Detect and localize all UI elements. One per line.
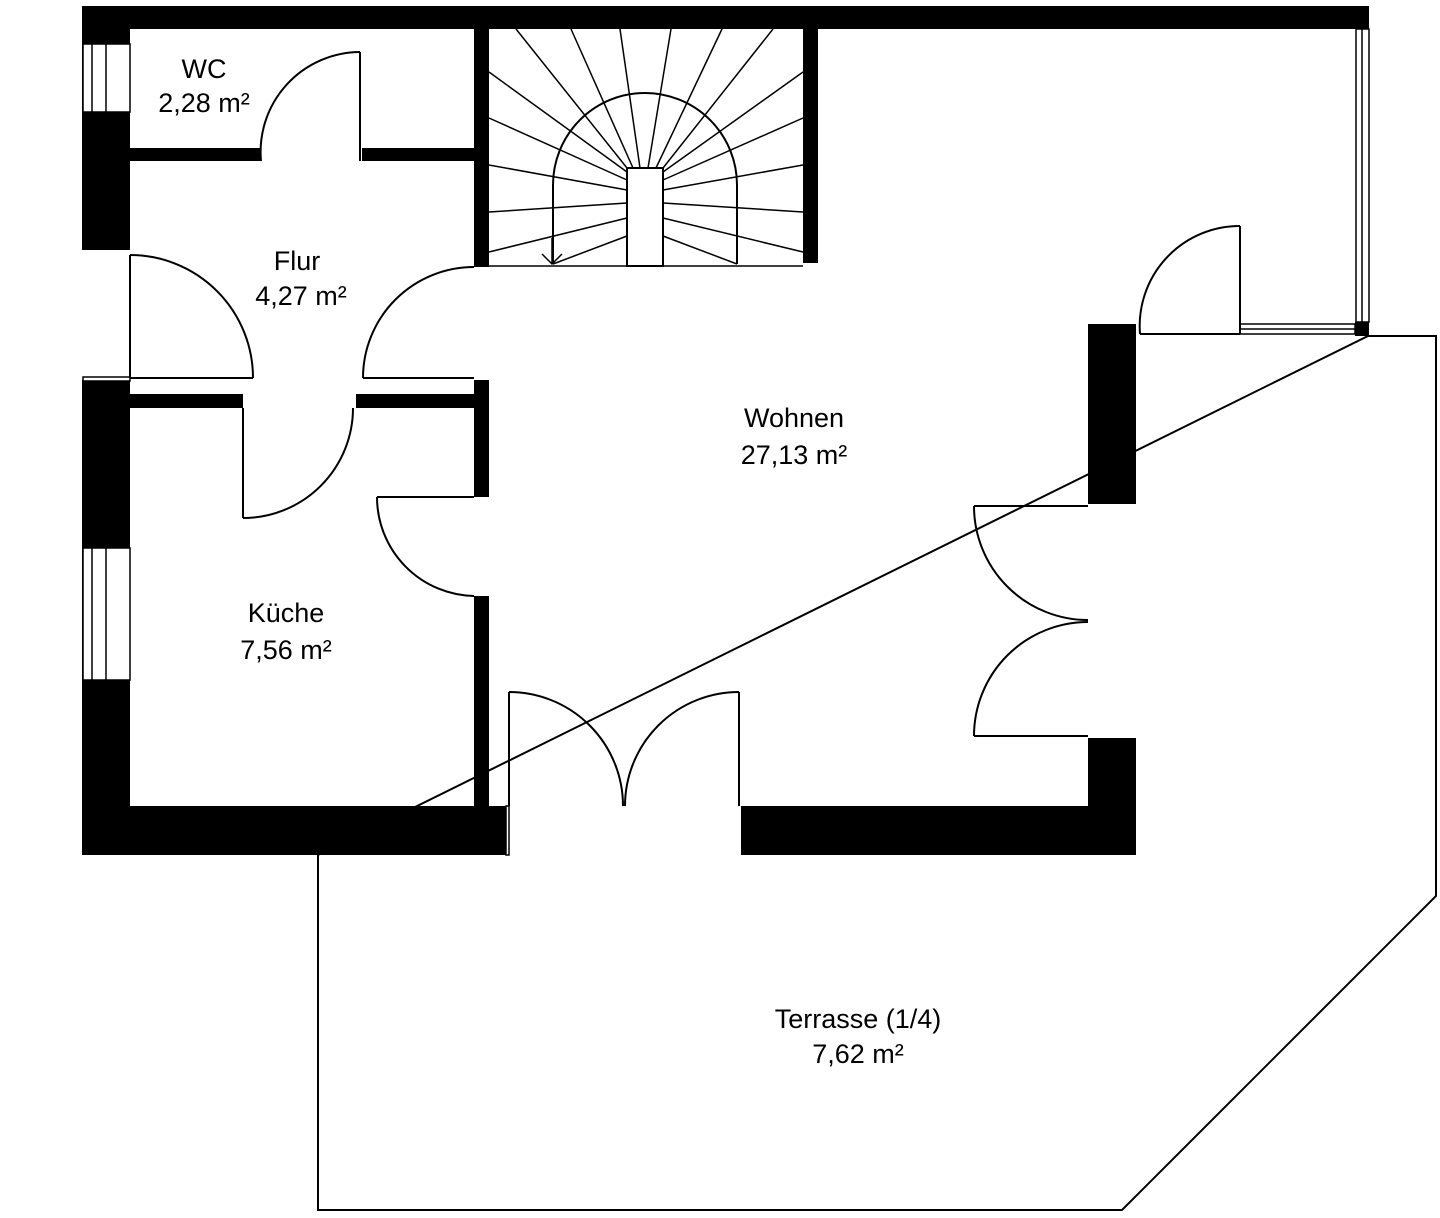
window-east xyxy=(1355,28,1370,323)
wall-left-upper xyxy=(82,6,130,250)
room-name-terrasse: Terrasse (1/4) xyxy=(775,1004,942,1034)
room-area-wc: 2,28 m² xyxy=(158,88,250,118)
staircase xyxy=(488,28,804,267)
door-kueche xyxy=(242,407,354,519)
entrance-threshold xyxy=(82,376,131,382)
room-name-wc: WC xyxy=(182,54,227,84)
wall-kueche-wohnen-lower xyxy=(474,596,489,808)
wall-wc-flur xyxy=(130,148,261,161)
wall-top xyxy=(82,6,1369,29)
room-area-terrasse: 7,62 m² xyxy=(812,1039,904,1069)
room-name-flur: Flur xyxy=(274,246,321,276)
wall-flur-stair xyxy=(474,29,489,267)
wall-flur-kueche-right xyxy=(356,394,474,408)
room-name-kueche: Küche xyxy=(248,598,325,628)
room-name-wohnen: Wohnen xyxy=(744,403,844,433)
door-terrace-south xyxy=(508,691,740,807)
stair-treads xyxy=(488,28,804,265)
door-flur-wohnen xyxy=(362,266,475,379)
window-kueche xyxy=(82,547,131,681)
wall-stair-right xyxy=(803,29,818,263)
wall-bottom-left xyxy=(82,806,508,855)
terrace-door-threshold xyxy=(505,805,510,856)
wall-corner-post xyxy=(1355,322,1369,336)
door-entrance xyxy=(129,254,254,379)
wall-flur-kueche-left xyxy=(130,394,243,408)
window-wc xyxy=(82,43,131,113)
wall-kueche-wohnen-upper xyxy=(474,380,489,497)
walls xyxy=(82,6,1369,855)
stair-direction-arrow xyxy=(541,238,563,266)
window-east-bottom xyxy=(1239,323,1356,335)
room-area-kueche: 7,56 m² xyxy=(240,635,332,665)
wall-east-lower xyxy=(1088,738,1136,855)
stair-core xyxy=(626,167,664,267)
wall-east-upper xyxy=(1088,324,1136,504)
door-east-top xyxy=(1138,224,1241,335)
room-area-flur: 4,27 m² xyxy=(255,281,347,311)
room-area-wohnen: 27,13 m² xyxy=(741,440,848,470)
stair-handrail xyxy=(552,92,738,264)
wall-bottom-right xyxy=(741,806,1136,855)
door-kueche-wohnen xyxy=(376,496,475,597)
door-wc xyxy=(259,51,361,162)
door-terrace-east xyxy=(973,505,1089,737)
wall-wc-flur-right xyxy=(362,148,474,161)
